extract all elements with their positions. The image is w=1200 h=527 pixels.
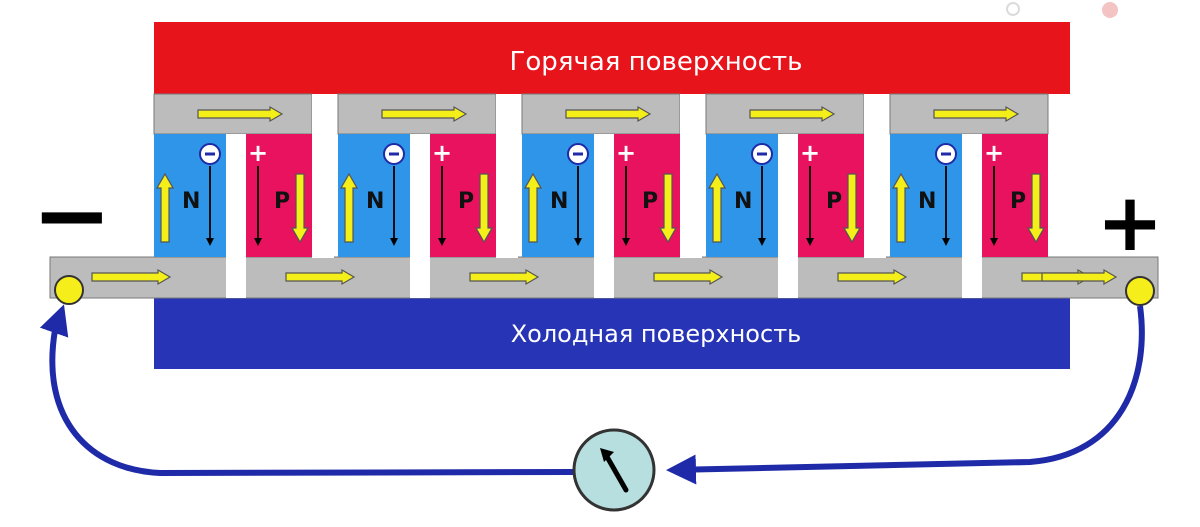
cold-surface [154,298,1070,369]
hole-flow-arrow-head [622,238,630,246]
hole-charge-label: + [248,139,268,167]
hole-flow-arrow-head [990,238,998,246]
right-terminal-dot [1125,276,1155,306]
hole-flow-arrow-head [806,238,814,246]
current-arrow-bottom [837,268,908,286]
p-label: P [458,189,474,214]
hole-charge-label: + [800,139,820,167]
current-arrow-bottom-left [91,268,172,286]
p-label: P [642,189,658,214]
left-terminal-dot [54,275,84,305]
current-arrow-up [707,172,727,243]
hole-charge-label: + [984,139,1004,167]
circuit-wire-left [39,304,575,477]
current-arrow-down [290,173,310,244]
electron-flow-arrow-head [390,238,398,246]
current-arrow-up [339,172,359,243]
n-label: N [550,189,568,214]
p-label: P [1010,189,1026,214]
hole-flow-arrow-head [254,238,262,246]
negative-terminal: − [32,159,112,271]
current-arrow-up [523,172,543,243]
n-label: N [366,189,384,214]
electron-flow-arrow-head [574,238,582,246]
current-arrow-bottom [469,268,540,286]
insulating-gap [410,134,430,298]
couple-gap [680,94,702,258]
hole-charge-label: + [432,139,452,167]
hole-charge-label: + [616,139,636,167]
current-arrow-down [474,173,494,244]
electron-flow-arrow-head [758,238,766,246]
current-arrow-down [658,173,678,244]
insulating-gap [962,134,982,298]
positive-terminal: + [1096,176,1163,269]
electron-flow-arrow-head [942,238,950,246]
faded-search-icon [1006,2,1020,16]
current-arrow-up [155,172,175,243]
couple-gap [864,94,886,258]
current-arrow-top [565,105,652,123]
current-arrow-bottom-right [1041,268,1118,286]
current-arrow-down [1026,173,1046,244]
faded-header-bar [0,0,1200,22]
insulating-gap [226,134,246,298]
p-label: P [826,189,842,214]
hot-surface [154,22,1070,94]
current-arrow-bottom [285,268,356,286]
n-label: N [734,189,752,214]
current-arrow-top [749,105,836,123]
n-label: N [918,189,936,214]
galvanometer-icon [572,428,656,512]
p-label: P [274,189,290,214]
current-arrow-top [381,105,468,123]
current-arrow-top [933,105,1020,123]
hot-surface-label: Горячая поверхность [510,47,803,77]
current-arrow-down [842,173,862,244]
current-arrow-up [891,172,911,243]
insulating-gap [778,134,798,298]
circuit-wire-right [666,305,1145,485]
insulating-gap [594,134,614,298]
couple-gap [496,94,518,258]
hole-flow-arrow-head [438,238,446,246]
electron-flow-arrow-head [206,238,214,246]
faded-avatar-icon [1102,2,1118,18]
cold-surface-label: Холодная поверхность [511,320,802,348]
current-arrow-top [197,105,284,123]
n-label: N [182,189,200,214]
current-arrow-bottom [653,268,724,286]
couple-gap [312,94,334,258]
